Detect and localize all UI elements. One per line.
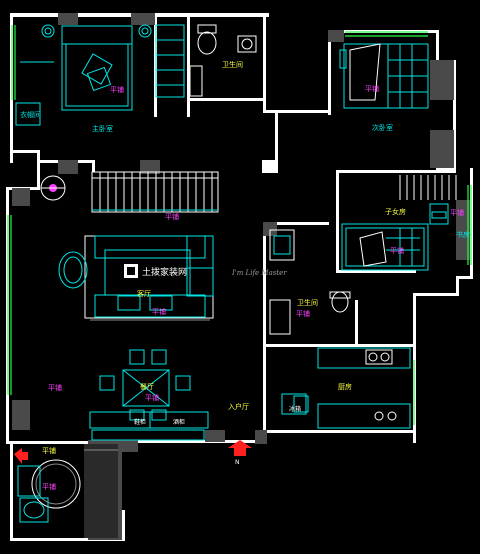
label-entrance: N [235,459,240,466]
label-study-floor: 平铺 [450,208,464,217]
label-bathroom-1: 卫生间 [222,60,243,69]
label-kitchen: 厨房 [338,382,352,391]
watermark-brand: 土拨家装网 [142,266,187,278]
study-furniture [399,175,457,225]
side-arrow-icon [14,448,28,464]
watermark: 土拨家装网 I'm Life Master [124,264,287,278]
windows [7,25,472,425]
label-bathroom-2-floor: 平铺 [296,309,310,318]
label-master-bedroom-floor: 平铺 [110,85,124,94]
label-bathroom-2: 卫生间 [297,298,318,307]
stairs [91,171,219,213]
round-table [40,175,66,201]
label-bedroom-2: 次卧室 [372,123,393,132]
master-bedroom-furniture [15,24,185,126]
dining-furniture [99,349,191,421]
label-dining: 餐厅 [140,382,154,391]
entry-arrow-icon [228,440,252,456]
label-kids-floor: 平铺 [390,246,404,255]
label-side-room: 平铺 [42,446,56,455]
label-living-floor: 平铺 [152,307,166,316]
bedroom-2-furniture [339,43,429,109]
label-study: 书房 [456,230,470,239]
label-entry-hall: 入户厅 [228,402,249,411]
label-wine-cabinet: 酒柜 [173,418,185,426]
room-labels: 主卧室 平铺 衣帽间 卫生间 次卧室 平铺 书房 平铺 子女房 平铺 卫生间 平… [20,60,470,491]
bathroom-2-fixtures [269,229,351,335]
label-stair-floor: 平铺 [165,212,179,221]
kids-room-furniture [341,223,429,271]
label-bedroom-2-floor: 平铺 [365,84,379,93]
label-dining-floor: 平铺 [145,393,159,402]
label-corridor-floor: 平铺 [48,383,62,392]
entry-cabinets [89,411,209,441]
label-walkin-closet: 衣帽间 [20,110,41,119]
label-side-room-floor: 平铺 [42,482,56,491]
kitchen-fixtures [281,347,411,429]
label-fridge: 冰箱 [289,405,301,413]
bathroom-1-fixtures [189,24,257,97]
side-room-furniture [17,444,118,538]
label-shoe-cabinet: 鞋柜 [134,418,146,426]
label-master-bedroom: 主卧室 [92,124,113,133]
label-living-room: 客厅 [137,289,151,298]
watermark-script: I'm Life Master [231,269,287,277]
label-kids-room: 子女房 [385,207,406,216]
living-room-furniture [58,235,214,321]
